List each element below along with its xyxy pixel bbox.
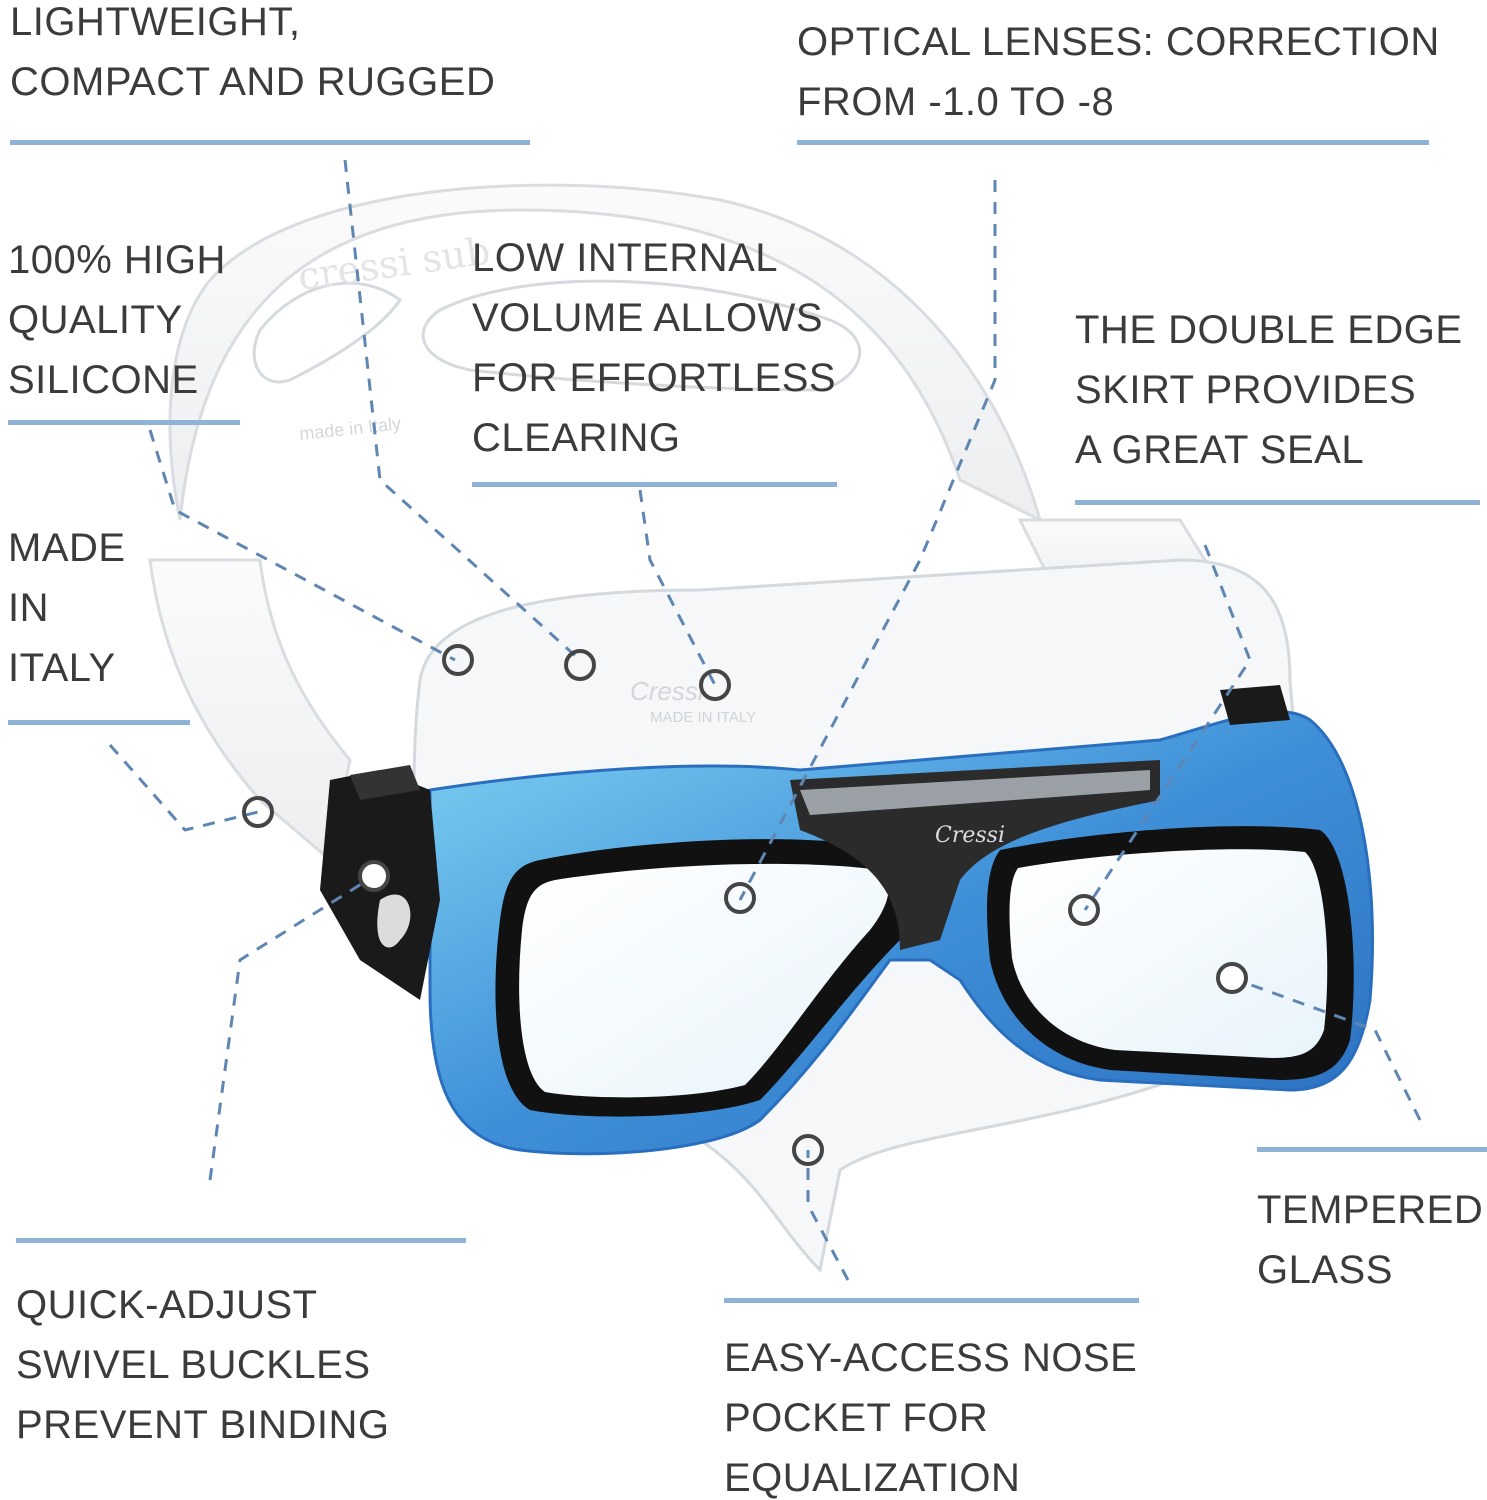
callout-silicone-line-3: SILICONE [8, 358, 199, 402]
rule-volume [472, 482, 837, 487]
anchor-skirt [1068, 894, 1100, 926]
rule-buckles [16, 1238, 466, 1243]
callout-skirt-line-3: A GREAT SEAL [1075, 428, 1365, 472]
callout-skirt-line-1: THE DOUBLE EDGE [1075, 308, 1463, 352]
leader-volume [638, 489, 717, 686]
rule-silicone [8, 420, 240, 425]
anchor-optical [724, 882, 756, 914]
rule-glass [1257, 1147, 1487, 1152]
callout-volume-line-2: VOLUME ALLOWS [472, 296, 824, 340]
leader-buckles [208, 874, 375, 1181]
skirt-brand-mark: Cressi [630, 676, 705, 706]
anchor-italy [242, 796, 274, 828]
callout-lightweight-line-1: LIGHTWEIGHT, [10, 0, 301, 44]
anchor-nose [792, 1134, 824, 1166]
callout-lightweight-line-2: COMPACT AND RUGGED [10, 60, 496, 104]
callout-italy-line-2: IN [8, 586, 49, 630]
callout-glass-line-1: TEMPERED [1257, 1188, 1484, 1232]
leader-italy [108, 744, 259, 832]
skirt-origin-mark: MADE IN ITALY [650, 709, 756, 726]
callout-optical: OPTICAL LENSES: CORRECTION FROM -1.0 TO … [797, 12, 1440, 132]
callout-silicone-line-1: 100% HIGH [8, 238, 226, 282]
rule-skirt [1075, 500, 1480, 505]
swivel-buckle-right [1220, 685, 1290, 725]
frame-brand-mark: Cressi [935, 823, 1005, 848]
callout-glass-line-2: GLASS [1257, 1248, 1393, 1292]
callout-volume-line-1: LOW INTERNAL [472, 236, 779, 280]
leader-lines [108, 159, 1422, 1281]
anchor-glass [1216, 962, 1248, 994]
anchor-points [242, 644, 1248, 1166]
leader-nose [806, 1150, 850, 1281]
callout-glass: TEMPERED GLASS [1257, 1180, 1483, 1300]
callout-nose-line-1: EASY-ACCESS NOSE [724, 1336, 1138, 1380]
callout-buckles: QUICK-ADJUST SWIVEL BUCKLES PREVENT BIND… [16, 1275, 390, 1455]
callout-buckles-line-1: QUICK-ADJUST [16, 1283, 318, 1327]
rule-nose [724, 1298, 1139, 1303]
anchor-volume [699, 669, 731, 701]
callout-buckles-line-3: PREVENT BINDING [16, 1403, 390, 1447]
callout-italy-line-1: MADE [8, 526, 126, 570]
callout-silicone: 100% HIGH QUALITY SILICONE [8, 230, 226, 410]
callout-italy-line-3: ITALY [8, 646, 116, 690]
callout-nose-line-3: EQUALIZATION [724, 1456, 1021, 1500]
callout-volume-line-3: FOR EFFORTLESS [472, 356, 837, 400]
mask-frame: Cressi [428, 710, 1374, 1156]
callout-buckles-line-2: SWIVEL BUCKLES [16, 1343, 371, 1387]
callout-italy: MADE IN ITALY [8, 518, 126, 698]
anchor-buckles [358, 860, 390, 892]
callout-volume-line-4: CLEARING [472, 416, 681, 460]
callout-optical-line-1: OPTICAL LENSES: CORRECTION [797, 20, 1440, 64]
callout-lightweight: LIGHTWEIGHT, COMPACT AND RUGGED [10, 0, 495, 112]
rule-optical [797, 140, 1429, 145]
callout-skirt-line-2: SKIRT PROVIDES [1075, 368, 1417, 412]
callout-silicone-line-2: QUALITY [8, 298, 183, 342]
rule-lightweight [10, 140, 530, 145]
callout-optical-line-2: FROM -1.0 TO -8 [797, 80, 1115, 124]
callout-skirt: THE DOUBLE EDGE SKIRT PROVIDES A GREAT S… [1075, 300, 1463, 480]
anchor-lightweight [564, 649, 596, 681]
leader-optical [738, 180, 997, 901]
callout-nose-line-2: POCKET FOR [724, 1396, 989, 1440]
leader-silicone [148, 429, 456, 662]
callout-volume: LOW INTERNAL VOLUME ALLOWS FOR EFFORTLES… [472, 228, 836, 468]
anchor-silicone [442, 644, 474, 676]
leader-glass [1231, 976, 1422, 1121]
strap-origin-mark: made in Italy [298, 413, 402, 444]
callout-nose: EASY-ACCESS NOSE POCKET FOR EQUALIZATION [724, 1328, 1137, 1500]
rule-italy [8, 720, 190, 725]
